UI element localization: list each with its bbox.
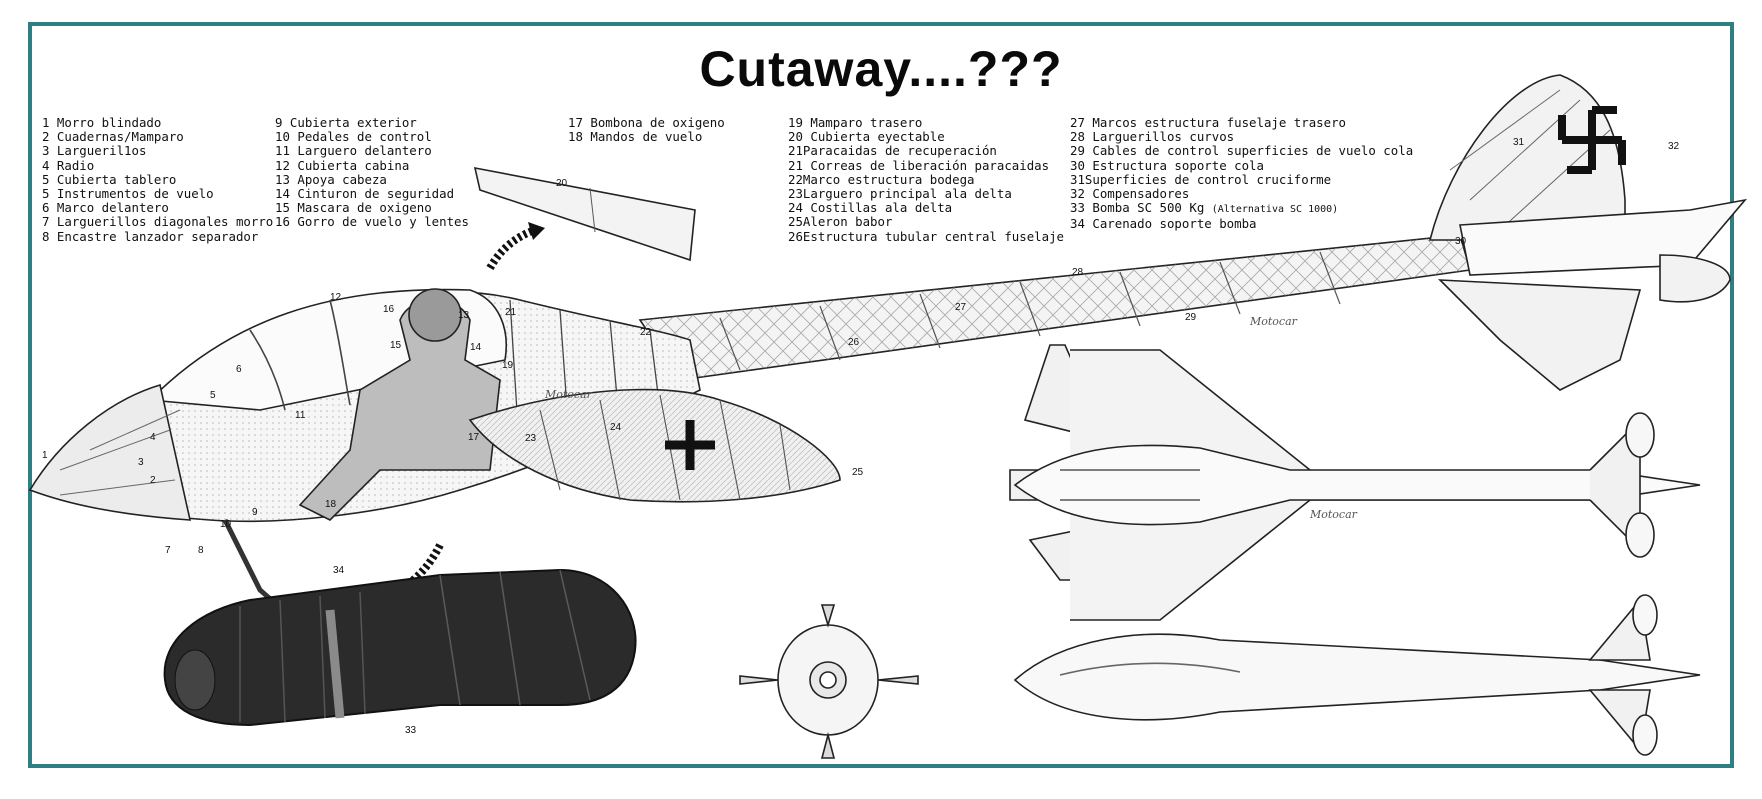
callout: 19 <box>502 360 514 371</box>
legend-item: 17 Bombona de oxigeno <box>568 115 725 130</box>
main-cutaway <box>28 74 1748 627</box>
callout: 29 <box>1185 312 1197 323</box>
legend-column-5: 27 Marcos estructura fuselaje trasero 28… <box>1070 115 1414 232</box>
callout: 13 <box>458 310 470 321</box>
logo-text: Motocar <box>544 388 593 401</box>
callout: 18 <box>325 499 337 510</box>
legend-item: 28 Larguerillos curvos <box>1070 129 1235 145</box>
legend-item: 15 Mascara de oxigeno <box>275 200 432 216</box>
callout: 28 <box>1072 267 1084 278</box>
callout: 2 <box>150 475 156 486</box>
legend-item: 32 Compensadores <box>1070 186 1190 202</box>
callout-numbers: 1 2 3 4 5 6 7 8 9 10 11 12 13 14 15 16 1… <box>42 137 1680 736</box>
legend-item: 34 Carenado soporte bomba <box>1070 216 1257 232</box>
legend-item: 25Aleron babor <box>788 214 893 230</box>
callout: 10 <box>220 519 232 530</box>
legend-item: 18 Mandos de vuelo <box>568 129 703 145</box>
callout: 7 <box>165 545 171 556</box>
legend-item: 33 Bomba SC 500 Kg (Alternativa SC 1000) <box>1070 201 1413 217</box>
legend-item: 21 Correas de liberación paracaidas <box>788 157 1050 173</box>
legend-item: 4 Radio <box>42 157 95 173</box>
legend-item: 19 Mamparo trasero <box>788 115 923 130</box>
callout: 6 <box>236 364 242 375</box>
callout: 17 <box>468 432 480 443</box>
legend-column-3: 17 Bombona de oxigeno 18 Mandos de vuelo <box>568 115 725 145</box>
legend-item: 6 Marco delantero <box>42 200 169 216</box>
front-view <box>739 604 919 759</box>
legend-item: 31Superficies de control cruciforme <box>1070 171 1332 187</box>
callout: 31 <box>1513 137 1525 148</box>
callout: 4 <box>150 432 156 443</box>
tail-insignia <box>1558 106 1626 174</box>
callout: 3 <box>138 457 144 468</box>
legend-item: 10 Pedales de control <box>275 129 432 145</box>
legend-item: 16 Gorro de vuelo y lentes <box>275 214 469 230</box>
legend-item: 29 Cables de control superficies de vuel… <box>1070 143 1414 159</box>
callout: 8 <box>198 545 204 556</box>
callout: 11 <box>295 410 306 421</box>
callout: 34 <box>333 565 345 576</box>
top-view <box>1009 344 1701 621</box>
callout: 27 <box>955 302 967 313</box>
callout: 14 <box>470 342 482 353</box>
legend-item-33: 33 Bomba SC 500 Kg <box>1070 200 1212 216</box>
side-view <box>1013 594 1701 756</box>
eject-arrow <box>486 226 537 271</box>
callout: 15 <box>390 340 402 351</box>
legend-item: 22Marco estructura bodega <box>788 171 975 187</box>
legend-item: 30 Estructura soporte cola <box>1070 157 1264 173</box>
legend-item: 20 Cubierta eyectable <box>788 129 945 145</box>
tail-fin-lower <box>1437 279 1642 391</box>
callout: 23 <box>525 433 537 444</box>
callout: 22 <box>640 327 652 338</box>
callout: 1 <box>42 450 48 461</box>
legend-item: 8 Encastre lanzador separador <box>42 228 259 244</box>
legend-item: 2 Cuadernas/Mamparo <box>42 129 184 145</box>
legend-item: 11 Larguero delantero <box>275 143 432 159</box>
callout: 25 <box>852 467 864 478</box>
callout: 5 <box>210 390 216 401</box>
callout: 20 <box>556 178 568 189</box>
callout: 9 <box>252 507 258 518</box>
callout: 16 <box>383 304 395 315</box>
cross-marking <box>665 420 715 470</box>
legend-item: 21Paracaidas de recuperación <box>788 143 997 159</box>
legend-item: 5 Cubierta tablero <box>42 171 177 187</box>
legend-column-1: 1 Morro blindado 2 Cuadernas/Mamparo 3 L… <box>42 115 274 244</box>
nose-cone <box>28 383 192 521</box>
callout: 26 <box>848 337 860 348</box>
border-frame <box>28 22 1734 768</box>
legend-item: 24 Costillas ala delta <box>788 200 953 216</box>
legend-item: 9 Cubierta exterior <box>275 115 417 130</box>
legend-item: 7 Larguerillos diagonales morro <box>42 214 274 230</box>
callout: 32 <box>1668 141 1680 152</box>
legend-item: 5 Instrumentos de vuelo <box>42 186 214 202</box>
legend-item: 13 Apoya cabeza <box>275 171 387 187</box>
tail-fairing <box>1659 254 1731 303</box>
ejectable-cover <box>473 166 696 262</box>
legend-column-2: 9 Cubierta exterior 10 Pedales de contro… <box>275 115 469 230</box>
legend-item: 12 Cubierta cabina <box>275 157 410 173</box>
callout: 21 <box>505 307 517 318</box>
legend-item: 1 Morro blindado <box>42 115 162 130</box>
page-title: Cutaway....??? <box>699 41 1063 97</box>
legend-column-4: 19 Mamparo trasero 20 Cubierta eyectable… <box>788 115 1065 244</box>
logo-text: Motocar <box>1309 508 1358 521</box>
bomb-sc500 <box>163 568 637 727</box>
legend-item: 3 Largueril1os <box>42 143 147 159</box>
legend-item: 23Larguero principal ala delta <box>788 186 1012 202</box>
legend-item-33-note: (Alternativa SC 1000) <box>1211 204 1339 216</box>
callout: 12 <box>330 292 342 303</box>
legend-item: 26Estructura tubular central fuselaje <box>788 228 1065 244</box>
legend-item: 14 Cinturon de seguridad <box>275 186 455 202</box>
callout: 24 <box>610 422 622 433</box>
callout: 30 <box>1455 236 1467 247</box>
legend-item: 27 Marcos estructura fuselaje trasero <box>1070 115 1347 130</box>
logo-text: Motocar <box>1249 315 1298 328</box>
callout: 33 <box>405 725 417 736</box>
